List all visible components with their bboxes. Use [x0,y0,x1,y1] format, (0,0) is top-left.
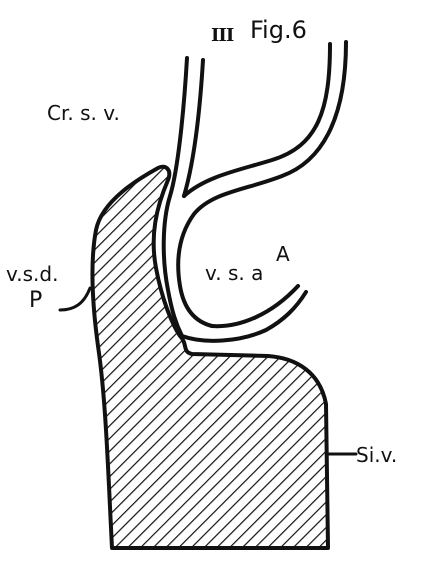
label-v-s-d: v.s.d. [6,264,58,284]
right-vessel-outer-wall [184,44,330,196]
label-v-s-a: v. s. a [205,263,263,283]
vsa-vessel-lower-wall [182,292,306,341]
label-p: P [29,290,42,312]
vsa-vessel-upper-wall [212,286,298,326]
leader-line-p [60,288,90,310]
roman-numeral-label: III [211,27,233,45]
label-cr-s-v: Cr. s. v. [47,103,120,123]
label-si-v: Si.v. [356,445,397,465]
hatched-mass [92,167,328,548]
label-a: A [276,244,290,264]
figure-title: Fig.6 [250,18,307,42]
